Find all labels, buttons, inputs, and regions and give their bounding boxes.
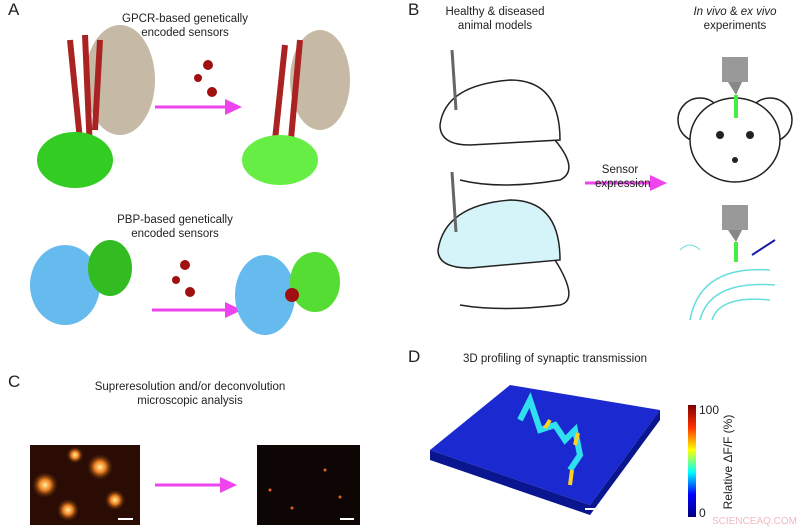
experiments-title: In vivo & ex vivo experiments [670,5,800,33]
in-vivo-text: In vivo [693,6,727,18]
panel-label-a: A [8,0,20,19]
arrow-b [585,175,667,191]
panel-d-title: 3D profiling of synaptic transmission [462,353,648,365]
colorbar-label: Relative ΔF/F (%) [721,414,735,510]
colorbar-min: 0 [699,506,706,520]
arrow-a-top [155,99,242,115]
ligand-molecules [172,60,217,297]
healthy-mouse [439,49,570,186]
raw-microscopy-image [30,445,140,525]
gpcr-sensor-after [242,30,350,185]
experiments-text: experiments [703,20,767,32]
colorbar-max: 100 [699,403,720,417]
3d-surface-plot [430,385,660,515]
watermark: SCIENCEAQ.COM [712,516,798,527]
diseased-mouse [437,171,570,310]
colorbar [688,405,696,517]
panel-label-b: B [408,0,420,19]
gpcr-sensor-before [37,25,155,188]
pbp-sensor-after [235,252,340,335]
panel-label-d: D [408,347,421,366]
processed-microscopy-image [257,445,360,525]
models-title: Healthy & diseased animal models [445,6,545,32]
mouse-face-invivo [677,57,793,183]
brain-slice-exvivo [679,205,776,321]
arrow-c [155,477,237,493]
arrow-a-bottom [152,302,242,318]
sensor-expression-label: Sensor expression [595,164,651,190]
pbp-title: PBP-based genetically encoded sensors [117,214,233,240]
ex-vivo-text: ex vivo [740,6,777,18]
panel-label-c: C [8,372,21,391]
gpcr-title: GPCR-based genetically encoded sensors [122,13,248,39]
amp-text: & [726,6,741,18]
panel-c-title: Supreresolution and/or deconvolution mic… [94,381,286,407]
pbp-sensor-before [30,240,132,325]
